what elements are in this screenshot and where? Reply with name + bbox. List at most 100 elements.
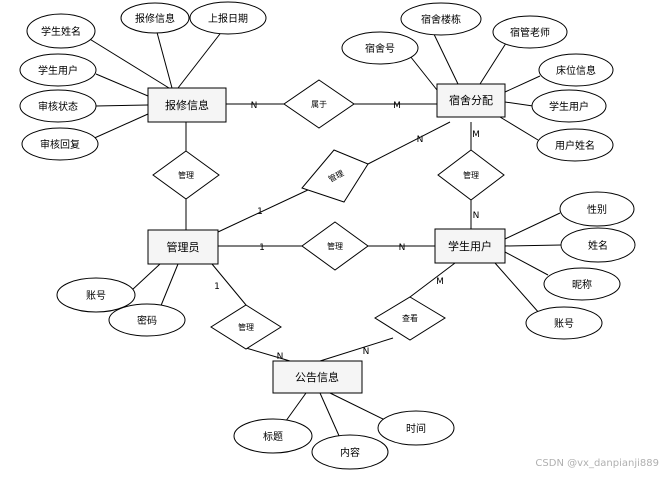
attr-admin-account-label: 账号 bbox=[86, 290, 106, 302]
link-repair-report-date bbox=[177, 29, 224, 89]
link-admin-password bbox=[159, 263, 179, 309]
entity-dorm: 宿舍分配 bbox=[436, 83, 506, 118]
attr-repair-review-reply: 审核回复 bbox=[21, 127, 99, 161]
attr-repair-student-user-label: 学生用户 bbox=[38, 64, 78, 77]
dorm-attribute-links bbox=[409, 27, 541, 141]
card-dorm-dsrel: M bbox=[472, 130, 480, 140]
relation-belongs: 属于 bbox=[283, 79, 355, 129]
watermark: CSDN @vx_danpianji889 bbox=[535, 458, 659, 469]
card-admin-anrel: 1 bbox=[214, 282, 220, 292]
attr-notice-time-label: 时间 bbox=[406, 422, 426, 435]
attr-repair-repair-info-label: 报修信息 bbox=[135, 12, 175, 25]
entity-repair-label: 报修信息 bbox=[165, 98, 209, 112]
link-student-gender bbox=[504, 212, 561, 240]
entity-student: 学生用户 bbox=[434, 228, 506, 264]
link-repair-repair-info bbox=[154, 24, 173, 89]
attr-dorm-manager-teacher: 宿管老师 bbox=[492, 15, 568, 49]
attr-student-nickname-label: 昵称 bbox=[572, 278, 592, 291]
attr-dorm-room-no: 宿舍号 bbox=[341, 31, 419, 65]
card-repair-belongs: N bbox=[251, 101, 258, 111]
relation-admin-notice-label: 管理 bbox=[238, 322, 254, 332]
attr-dorm-bed-info-label: 床位信息 bbox=[556, 64, 596, 77]
link-student-account bbox=[494, 262, 541, 315]
link-dorm-user-name bbox=[499, 116, 539, 141]
link-admin-an-rel bbox=[211, 263, 247, 306]
attr-repair-review-reply-label: 审核回复 bbox=[40, 138, 80, 151]
relation-admin-student-label: 管理 bbox=[327, 241, 343, 251]
attr-repair-student-user: 学生用户 bbox=[19, 53, 97, 87]
attr-notice-content-label: 内容 bbox=[340, 446, 360, 459]
attr-dorm-building-label: 宿舍楼栋 bbox=[421, 13, 461, 26]
attr-dorm-building: 宿舍楼栋 bbox=[400, 2, 482, 36]
link-admin-account bbox=[131, 263, 161, 291]
link-dorm-room-no bbox=[409, 55, 438, 91]
link-notice-content bbox=[319, 392, 341, 439]
card-anrel-notice: N bbox=[277, 352, 284, 362]
relation-admin-repair-label: 管理 bbox=[178, 170, 194, 180]
attr-admin-password: 密码 bbox=[108, 303, 186, 337]
entity-repair: 报修信息 bbox=[147, 87, 227, 123]
attr-student-gender: 性别 bbox=[559, 191, 635, 227]
link-student-sn-rel bbox=[409, 262, 456, 298]
attr-dorm-bed-info: 床位信息 bbox=[538, 53, 614, 87]
relation-student-notice-label: 查看 bbox=[402, 313, 418, 323]
link-dorm-rel-dorm bbox=[367, 121, 451, 165]
card-admin-dormrel: 1 bbox=[257, 207, 263, 217]
attr-notice-content: 内容 bbox=[311, 434, 389, 470]
link-student-nickname bbox=[504, 251, 549, 276]
repair-attribute-links bbox=[87, 24, 224, 141]
entity-admin-label: 管理员 bbox=[167, 240, 200, 254]
attr-repair-repair-info: 报修信息 bbox=[120, 2, 190, 34]
link-dorm-building bbox=[430, 27, 459, 85]
entity-admin: 管理员 bbox=[147, 229, 219, 265]
card-admin-asrel: 1 bbox=[259, 243, 265, 253]
card-asrel-student: N bbox=[399, 243, 406, 253]
link-repair-student-name bbox=[87, 37, 170, 89]
entity-notice: 公告信息 bbox=[272, 360, 363, 394]
attr-notice-time: 时间 bbox=[377, 410, 455, 446]
attr-student-name: 姓名 bbox=[560, 227, 636, 263]
entity-student-label: 学生用户 bbox=[448, 239, 492, 253]
relation-admin-notice: 管理 bbox=[210, 304, 282, 350]
card-belongs-dorm: M bbox=[393, 101, 401, 111]
attr-dorm-manager-teacher-label: 宿管老师 bbox=[510, 26, 550, 39]
attr-dorm-room-no-label: 宿舍号 bbox=[365, 42, 395, 55]
card-snrel-notice: N bbox=[363, 347, 370, 357]
card-student-snrel: M bbox=[436, 277, 444, 287]
link-an-rel-notice bbox=[245, 347, 291, 362]
link-repair-student-user bbox=[95, 73, 149, 97]
entity-notice-label: 公告信息 bbox=[295, 370, 339, 384]
attr-student-name-label: 姓名 bbox=[588, 239, 608, 252]
link-notice-time bbox=[329, 392, 386, 421]
attr-notice-title-label: 标题 bbox=[263, 431, 283, 443]
attr-dorm-user-name-label: 用户姓名 bbox=[555, 139, 595, 152]
relation-admin-repair: 管理 bbox=[152, 150, 220, 200]
attr-admin-account: 账号 bbox=[56, 277, 136, 313]
attr-student-account-label: 账号 bbox=[554, 318, 574, 330]
relation-dorm-student-label: 管理 bbox=[463, 170, 479, 180]
card-dormrel-dorm: N bbox=[417, 135, 424, 145]
link-student-name bbox=[504, 244, 562, 247]
relation-student-notice: 查看 bbox=[374, 296, 446, 341]
attr-repair-report-date: 上报日期 bbox=[189, 1, 267, 35]
relation-admin-dorm: 管理 bbox=[301, 149, 369, 203]
attr-notice-title: 标题 bbox=[233, 418, 313, 454]
link-dorm-bed-info bbox=[504, 75, 541, 93]
attr-student-account: 账号 bbox=[525, 306, 603, 340]
link-dorm-student-user bbox=[504, 101, 534, 107]
attr-student-nickname: 昵称 bbox=[543, 267, 621, 301]
attr-dorm-student-user-label: 学生用户 bbox=[549, 100, 589, 113]
attr-student-gender-label: 性别 bbox=[587, 203, 607, 216]
link-admin-dorm-rel bbox=[217, 188, 311, 233]
attr-admin-password-label: 密码 bbox=[137, 314, 157, 327]
attr-dorm-student-user: 学生用户 bbox=[531, 89, 607, 123]
attr-repair-student-name-label: 学生姓名 bbox=[41, 25, 81, 38]
link-repair-review-reply bbox=[89, 113, 149, 141]
link-repair-review-status bbox=[95, 104, 149, 107]
attr-repair-review-status: 审核状态 bbox=[19, 89, 97, 123]
relation-admin-student: 管理 bbox=[301, 221, 369, 271]
card-dsrel-student: N bbox=[473, 211, 480, 221]
entity-dorm-label: 宿舍分配 bbox=[449, 93, 493, 107]
attr-repair-review-status-label: 审核状态 bbox=[38, 100, 78, 113]
